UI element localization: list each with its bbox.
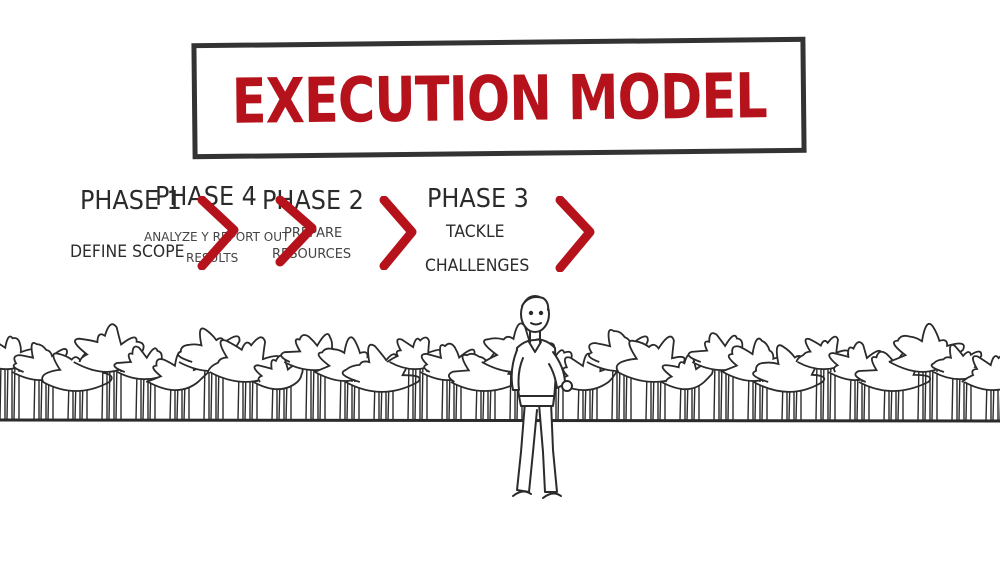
tree-icon [961, 355, 1000, 421]
chevron-right-icon [197, 196, 239, 270]
phase-3-label: PHASE 3 [427, 184, 529, 214]
forest-illustration [0, 322, 1000, 423]
chevron-right-icon [275, 196, 317, 267]
person-icon [510, 295, 573, 499]
chevron-right-icon [555, 196, 595, 272]
chevron-right-icon [379, 196, 417, 270]
phase-3-desc-line2: CHALLENGES [425, 256, 530, 276]
phase-1-desc: DEFINE SCOPE [70, 242, 185, 262]
page-title: EXECUTION MODEL [231, 58, 767, 138]
ground-line [0, 418, 1000, 423]
phase-3-desc-line1: TACKLE [446, 222, 505, 242]
tree-icon [73, 323, 145, 421]
phase-4-desc-line1: ANALYZE Y REPORT OUT [144, 230, 290, 244]
title-box: EXECUTION MODEL [191, 36, 807, 160]
tree-icon [661, 353, 714, 421]
phase-1-label: PHASE 1 [80, 186, 182, 216]
